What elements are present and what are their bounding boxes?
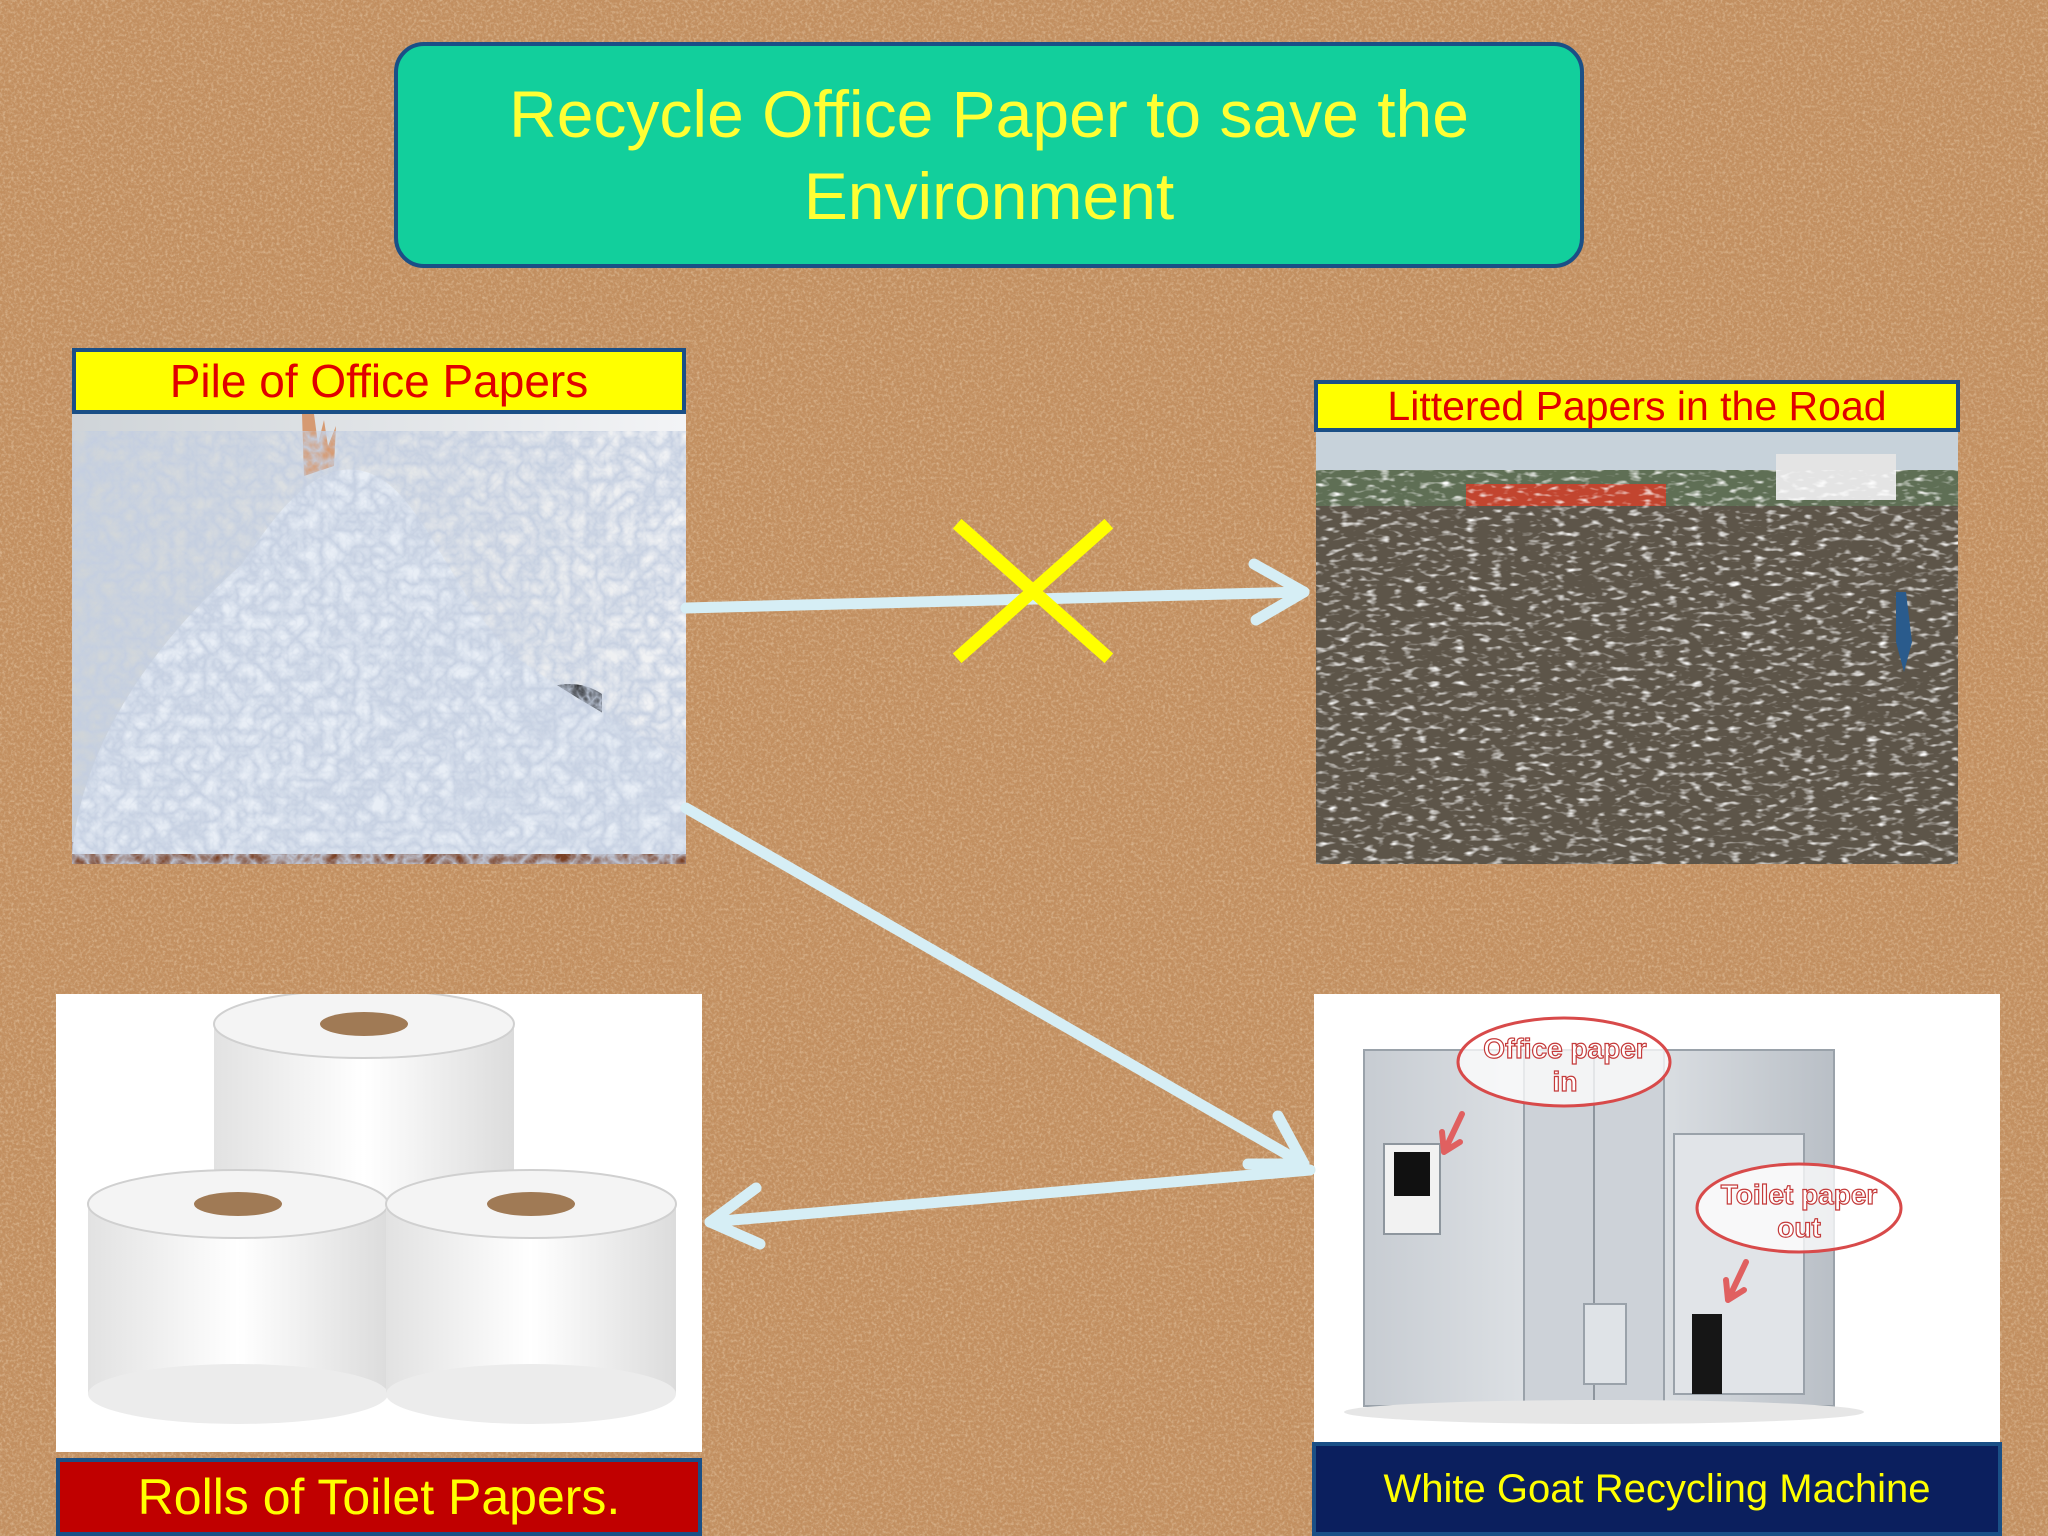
label-rolls-text: Rolls of Toilet Papers.: [137, 1469, 621, 1525]
label-machine-text: White Goat Recycling Machine: [1383, 1466, 1931, 1511]
photo-littered-road: [1316, 432, 1958, 864]
callout-office-paper-in: Office paper in: [1483, 1032, 1648, 1097]
photo-pile-of-papers: [72, 414, 686, 864]
label-littered-text: Littered Papers in the Road: [1387, 382, 1887, 429]
callout-toilet-paper-out: Toilet paper out: [1720, 1178, 1878, 1243]
photo-recycling-machine: Office paper in Toilet paper out: [1314, 994, 2000, 1442]
label-littered-papers: Littered Papers in the Road: [1314, 380, 1960, 432]
label-pile-text: Pile of Office Papers: [169, 355, 589, 407]
label-rolls-of-toilet-papers: Rolls of Toilet Papers.: [56, 1458, 702, 1536]
label-pile-of-office-papers: Pile of Office Papers: [72, 348, 686, 414]
title-banner: Recycle Office Paper to save the Environ…: [394, 42, 1584, 268]
page-title: Recycle Office Paper to save the Environ…: [509, 77, 1469, 233]
photo-toilet-paper-rolls: [56, 994, 702, 1452]
label-recycling-machine: White Goat Recycling Machine: [1312, 1442, 2002, 1536]
